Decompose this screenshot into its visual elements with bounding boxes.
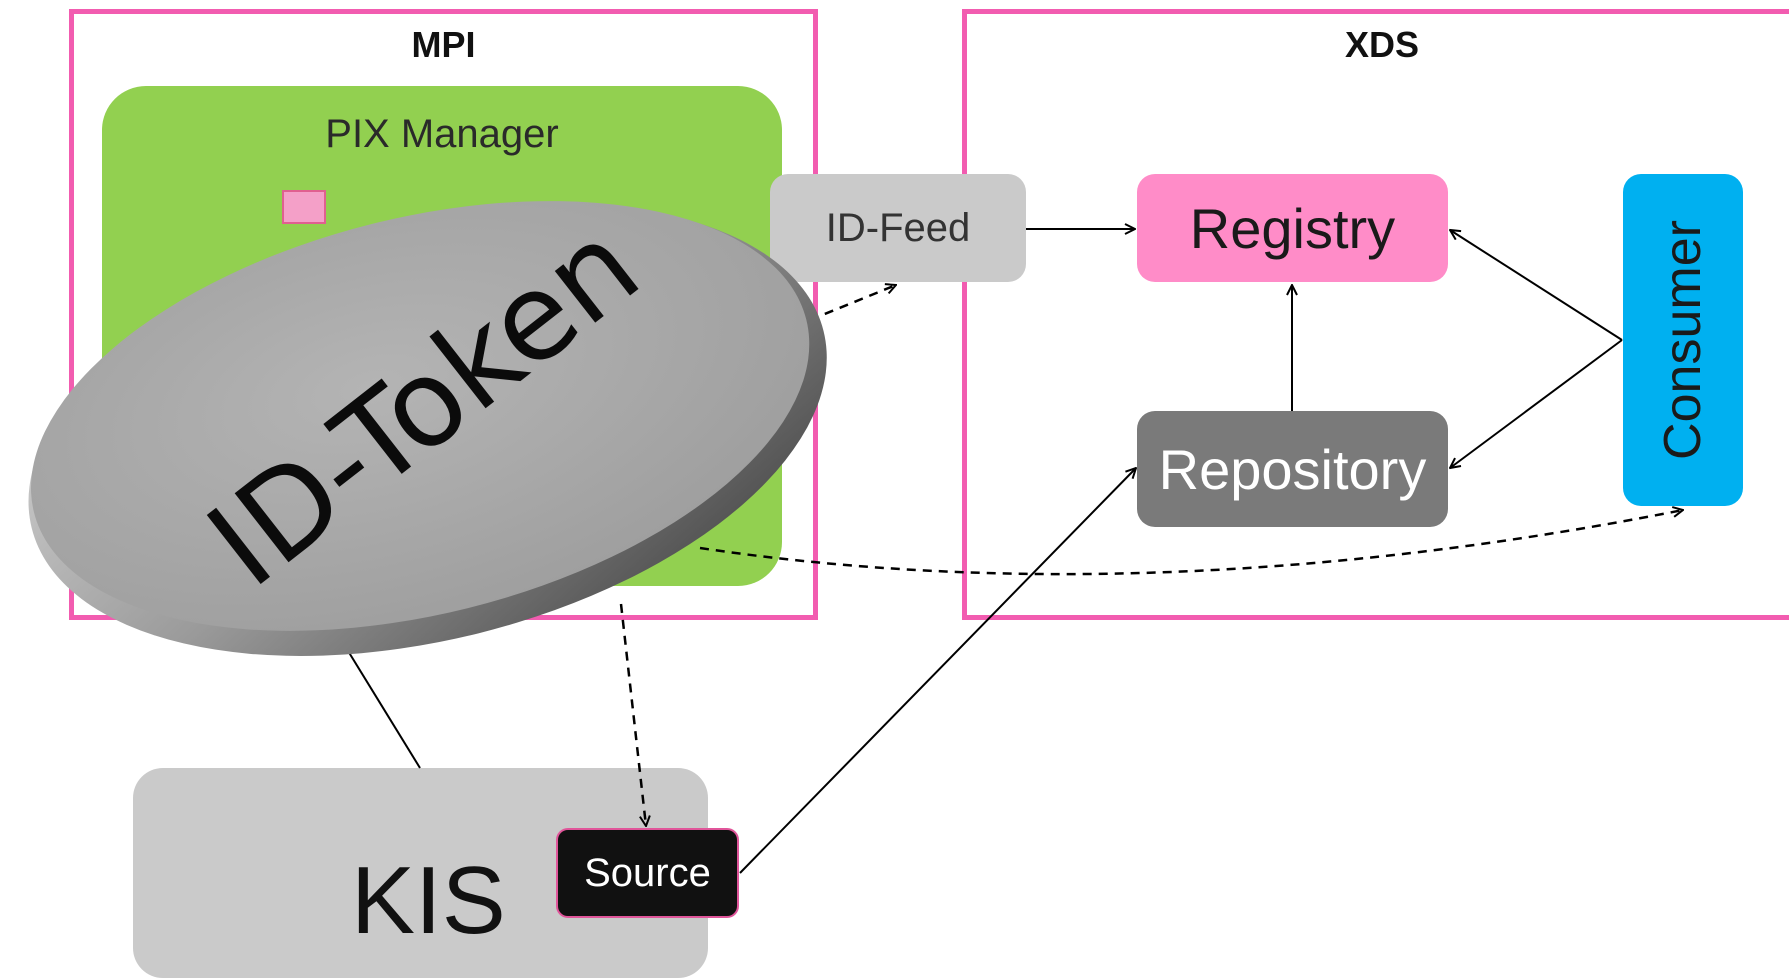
kis-label: KIS	[351, 847, 506, 954]
id-token-disc	[28, 201, 827, 656]
consumer-node: Consumer	[1623, 174, 1743, 506]
pix-to-source-dashed-arrow	[619, 603, 646, 826]
id-feed-label: ID-Feed	[825, 205, 971, 250]
xds-frame: XDS	[962, 9, 1789, 620]
registry-node: Registry	[1137, 174, 1448, 282]
repository-node: Repository	[1137, 411, 1448, 527]
repository-label: Repository	[1158, 437, 1427, 501]
pix-manager-label: PIX Manager	[325, 112, 559, 156]
consumer-to-repository-arrow	[1450, 339, 1623, 468]
pix-to-consumer-dashed-arrow	[699, 510, 1683, 576]
xds-title: XDS	[1344, 24, 1420, 65]
source-node: Source	[556, 828, 739, 918]
id-token-overlay: ID-Token	[4, 160, 844, 670]
consumer-to-registry-arrow	[1450, 230, 1623, 341]
source-to-repository-arrow	[739, 468, 1136, 874]
pix-to-kis-line	[344, 645, 421, 769]
source-label: Source	[584, 850, 711, 895]
mpi-title: MPI	[411, 24, 476, 65]
id-feed-node: ID-Feed	[770, 174, 1026, 282]
registry-label: Registry	[1189, 196, 1396, 260]
pix-inner-element	[282, 190, 326, 224]
